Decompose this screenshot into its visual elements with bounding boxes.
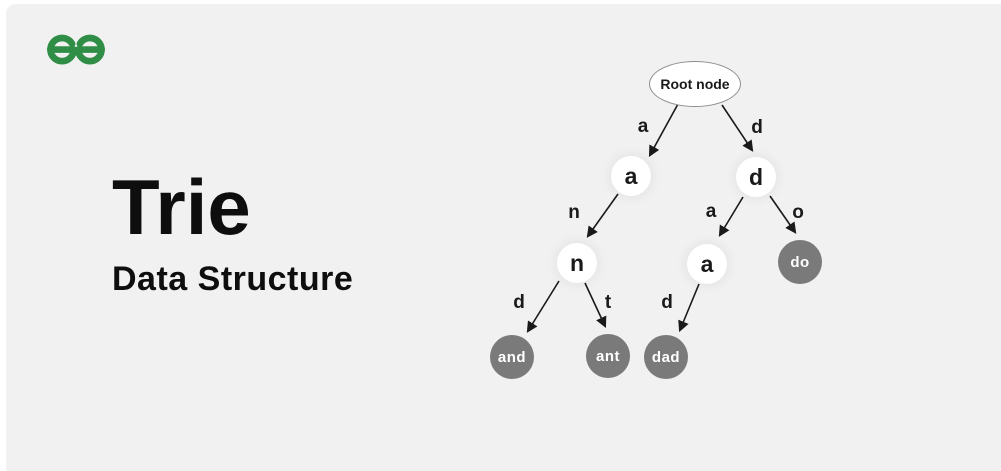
page-subtitle: Data Structure xyxy=(112,260,354,298)
tree-node-and: and xyxy=(490,335,534,379)
edge-label-a: a xyxy=(637,116,649,137)
edge-label-d3: d xyxy=(661,292,673,313)
tree-node-ant: ant xyxy=(586,334,630,378)
edge-label-a2: a xyxy=(705,201,717,222)
title-block: Trie Data Structure xyxy=(112,168,353,299)
tree-root-node: Root node xyxy=(649,61,741,107)
edge-label-d: d xyxy=(751,117,763,138)
page-title: Trie xyxy=(112,163,251,251)
tree-node-a: a xyxy=(611,156,651,196)
background-panel xyxy=(6,4,1001,471)
tree-node-d: d xyxy=(736,157,776,197)
edge-label-o: o xyxy=(792,202,804,223)
tree-node-do: do xyxy=(778,240,822,284)
tree-node-dad: dad xyxy=(644,335,688,379)
edge-label-t: t xyxy=(604,292,612,313)
logo-right-bowl xyxy=(74,46,105,65)
tree-node-a2: a xyxy=(687,244,727,284)
logo-left-bowl xyxy=(47,46,78,65)
tree-node-n: n xyxy=(557,243,597,283)
edge-label-d2: d xyxy=(513,292,525,313)
geeksforgeeks-logo xyxy=(47,34,105,65)
edge-label-n: n xyxy=(568,202,580,223)
